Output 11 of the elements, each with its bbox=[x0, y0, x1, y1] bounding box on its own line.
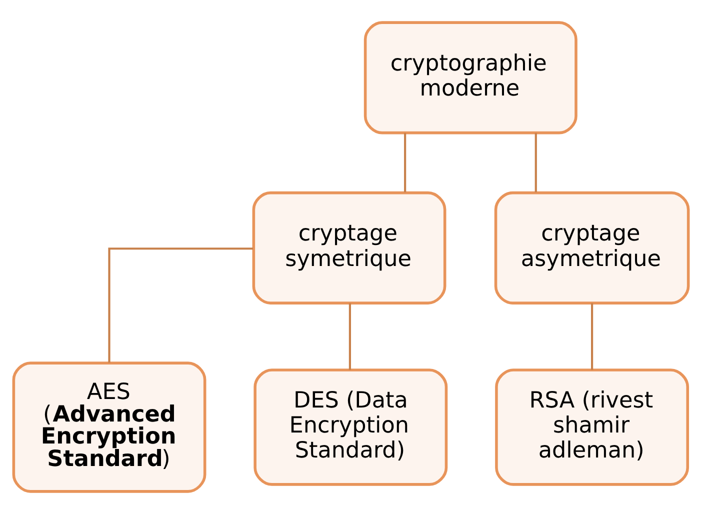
node-box: RSA (rivest shamir adleman) bbox=[495, 368, 690, 486]
node-box: cryptage symetrique bbox=[252, 190, 446, 304]
connector bbox=[591, 302, 594, 370]
connector bbox=[404, 132, 406, 192]
node-box: DES (Data Encryption Standard) bbox=[254, 368, 448, 486]
node-box: AES (Advanced Encryption Standard) bbox=[12, 361, 206, 492]
connector bbox=[108, 247, 254, 362]
connector bbox=[348, 302, 351, 370]
node-box: cryptographie moderne bbox=[364, 20, 578, 134]
node-box: cryptage asymetrique bbox=[494, 190, 690, 304]
connector bbox=[534, 132, 537, 192]
